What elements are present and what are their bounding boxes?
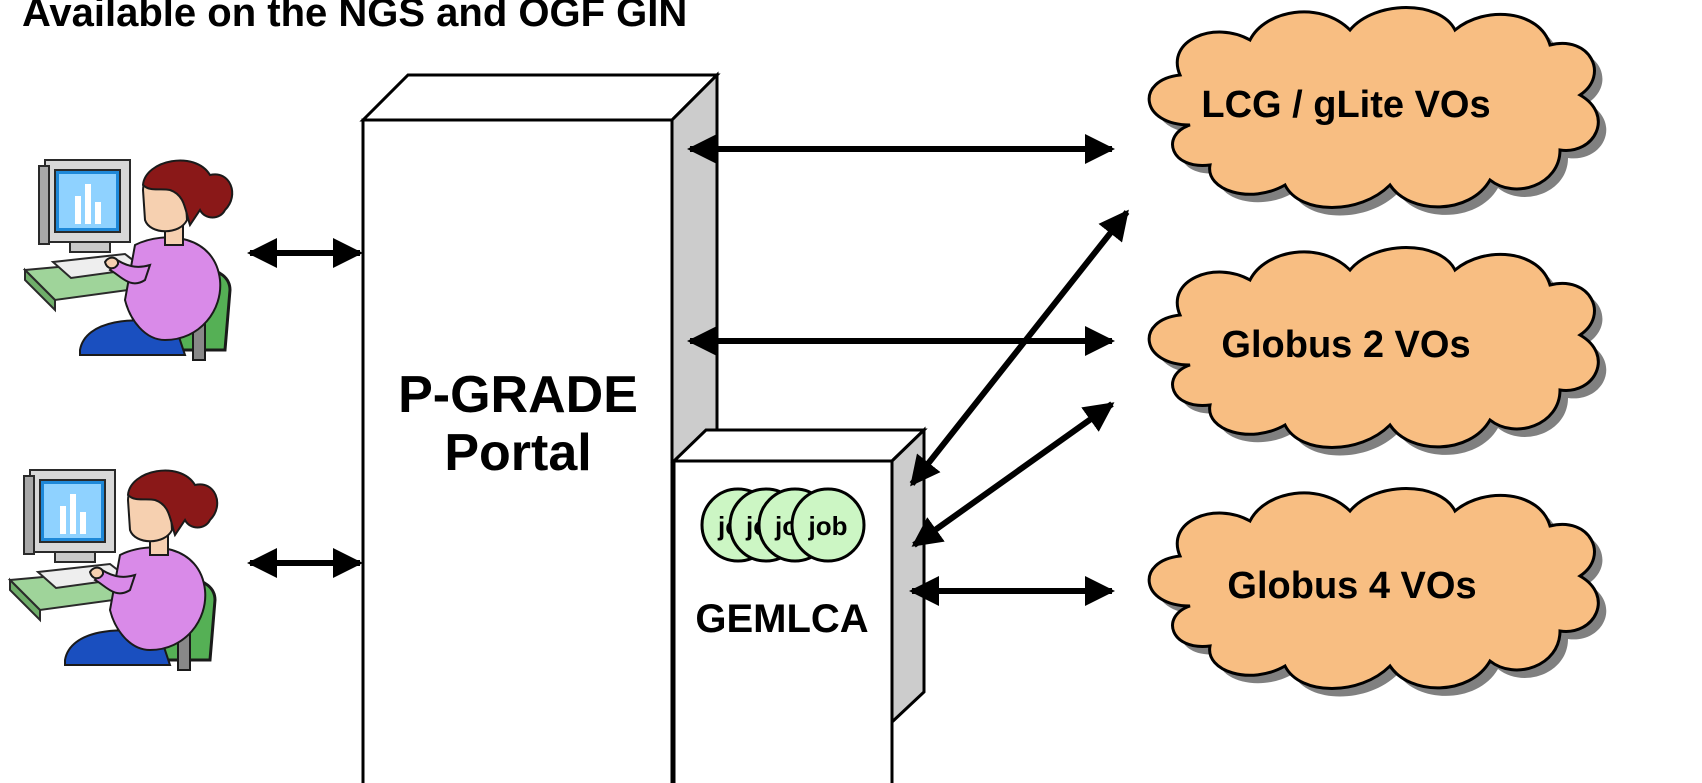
cloud-label: LCG / gLite VOs <box>1201 84 1490 126</box>
cloud-lcg-glite: LCG / gLite VOs <box>1147 6 1607 216</box>
user-computer-icon <box>8 468 219 672</box>
portal-label-line1: P-GRADE <box>398 366 638 424</box>
cloud-globus-4: Globus 4 VOs <box>1147 487 1607 697</box>
job-circle <box>790 487 866 563</box>
portal-box: P-GRADE Portal <box>359 71 721 783</box>
cloud-label: Globus 2 VOs <box>1221 324 1470 366</box>
cloud-label: Globus 4 VOs <box>1227 565 1476 607</box>
gemlca-lcg-arrow <box>909 209 1130 487</box>
gemlca-box: jo jo jo job GEMLCA <box>670 426 928 783</box>
gemlca-globus2-arrow <box>911 401 1115 548</box>
page-title: Available on the NGS and OGF GIN <box>22 0 687 35</box>
job-label: job <box>808 511 848 541</box>
portal-label-line2: Portal <box>444 424 591 482</box>
job-queue: jo jo jo job <box>700 487 866 563</box>
cloud-globus-2: Globus 2 VOs <box>1147 246 1607 456</box>
gemlca-label: GEMLCA <box>695 597 868 641</box>
user-computer-icon <box>23 158 234 362</box>
